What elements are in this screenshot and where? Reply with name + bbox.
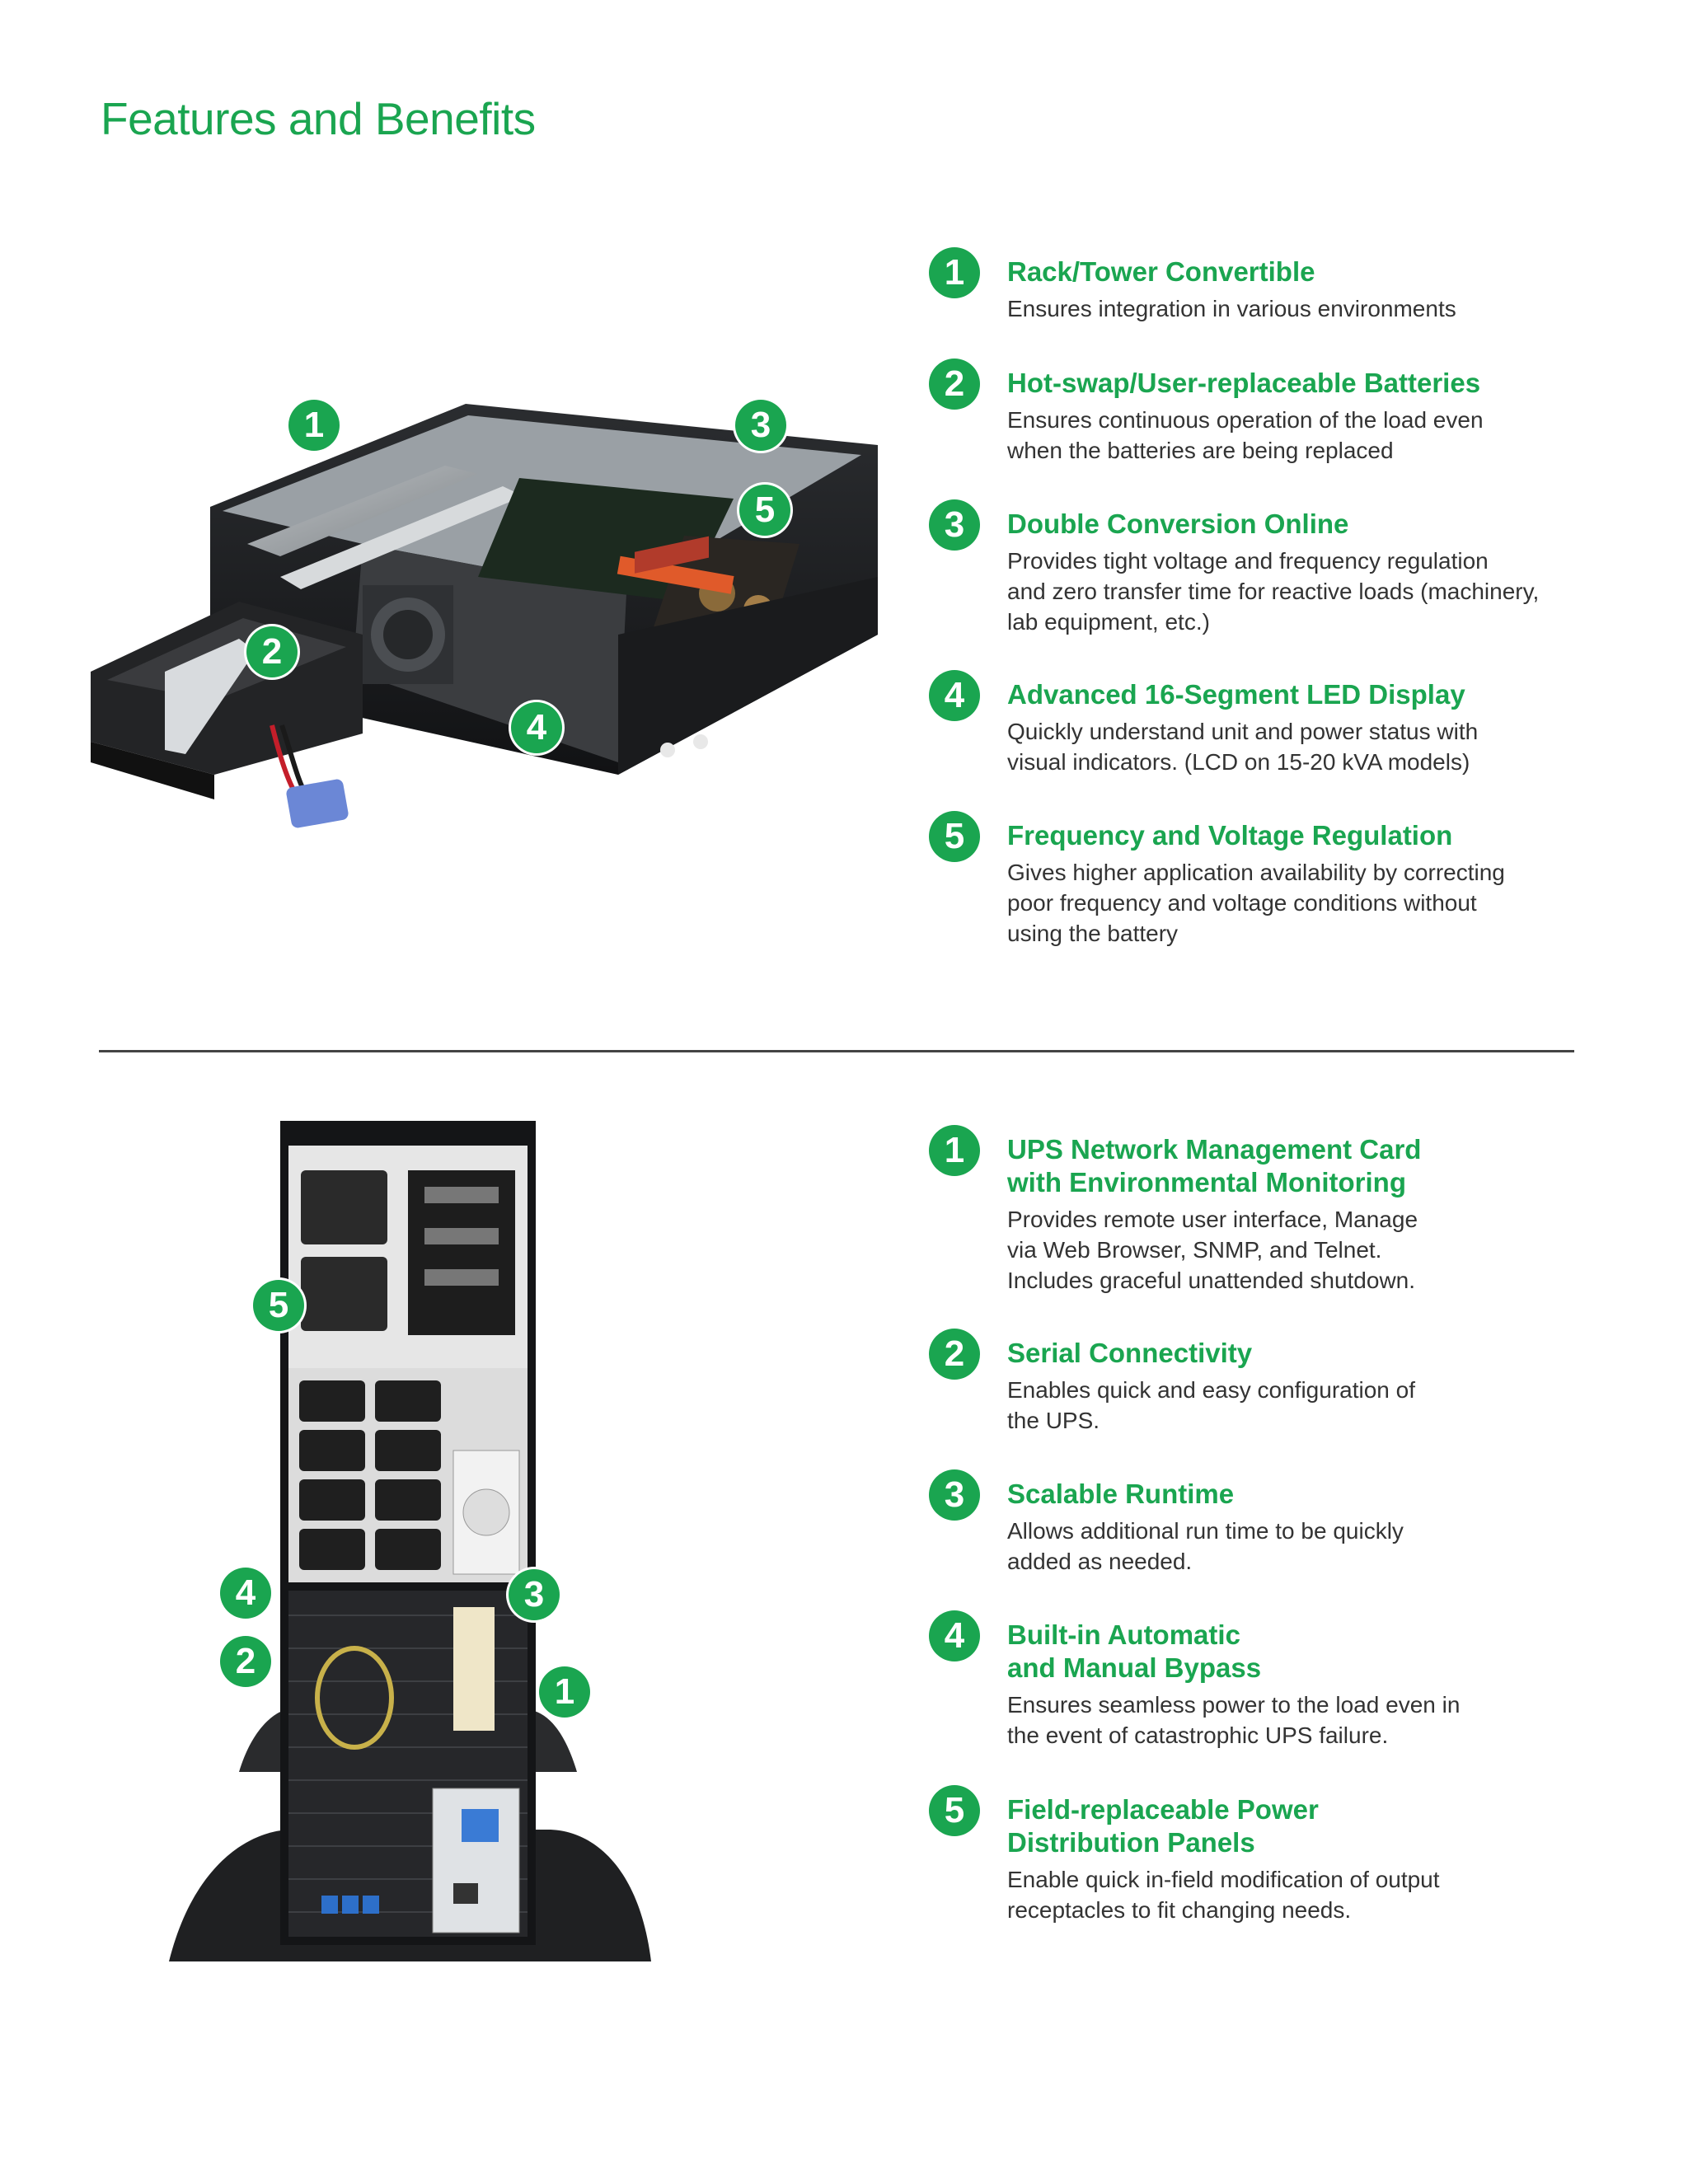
feature-frequency-voltage: 5 Frequency and Voltage Regulation Gives… — [929, 811, 1588, 949]
number-badge: 3 — [929, 1469, 980, 1521]
feature-description: Quickly understand unit and power status… — [1007, 719, 1479, 775]
number-badge: 5 — [929, 811, 980, 862]
number-badge: 1 — [929, 1125, 980, 1176]
feature-scalable-runtime: 3 Scalable Runtime Allows additional run… — [929, 1469, 1588, 1610]
feature-serial-connectivity: 2 Serial Connectivity Enables quick and … — [929, 1329, 1588, 1469]
callout-top-3: 3 — [735, 400, 786, 451]
ups-tower-rear-photo — [169, 1121, 651, 1961]
feature-description: Gives higher application availability by… — [1007, 860, 1505, 946]
feature-description: Ensures continuous operation of the load… — [1007, 407, 1484, 463]
callout-bottom-2: 2 — [220, 1636, 271, 1687]
callout-bottom-1: 1 — [539, 1666, 590, 1718]
callout-bottom-5: 5 — [253, 1280, 304, 1331]
feature-rack-tower: 1 Rack/Tower Convertible Ensures integra… — [929, 247, 1588, 359]
feature-title: Scalable Runtime — [1007, 1479, 1235, 1509]
callout-top-5: 5 — [739, 485, 790, 536]
feature-title: Rack/Tower Convertible — [1007, 256, 1315, 287]
feature-description: Allows additional run time to be quickly… — [1007, 1518, 1404, 1574]
feature-title: Frequency and Voltage Regulation — [1007, 820, 1453, 851]
section-divider — [99, 1050, 1574, 1052]
feature-description: Enable quick in-field modification of ou… — [1007, 1867, 1440, 1923]
number-badge: 2 — [929, 1329, 980, 1380]
feature-title: Advanced 16-Segment LED Display — [1007, 679, 1465, 710]
feature-double-conversion: 3 Double Conversion Online Provides tigh… — [929, 499, 1588, 670]
page-title: Features and Benefits — [101, 93, 536, 144]
feature-title: Hot-swap/User-replaceable Batteries — [1007, 368, 1481, 398]
number-badge: 2 — [929, 359, 980, 410]
number-badge: 4 — [929, 1610, 980, 1661]
feature-description: Ensures integration in various environme… — [1007, 296, 1456, 321]
feature-title: Double Conversion Online — [1007, 509, 1349, 539]
callout-top-1: 1 — [288, 400, 340, 451]
feature-description: Provides tight voltage and frequency reg… — [1007, 548, 1540, 635]
feature-title: Serial Connectivity — [1007, 1338, 1253, 1368]
ups-rack-unit-photo — [91, 404, 878, 828]
feature-hot-swap-batteries: 2 Hot-swap/User-replaceable Batteries En… — [929, 359, 1588, 499]
number-badge: 5 — [929, 1785, 980, 1836]
number-badge: 3 — [929, 499, 980, 551]
callout-bottom-4: 4 — [220, 1568, 271, 1619]
top-feature-list: 1 Rack/Tower Convertible Ensures integra… — [929, 247, 1588, 949]
callout-top-2: 2 — [246, 626, 298, 677]
number-badge: 1 — [929, 247, 980, 298]
feature-led-display: 4 Advanced 16-Segment LED Display Quickl… — [929, 670, 1588, 811]
callout-top-4: 4 — [511, 702, 562, 753]
callout-bottom-3: 3 — [509, 1569, 560, 1620]
feature-description: Ensures seamless power to the load even … — [1007, 1692, 1461, 1748]
number-badge: 4 — [929, 670, 980, 721]
